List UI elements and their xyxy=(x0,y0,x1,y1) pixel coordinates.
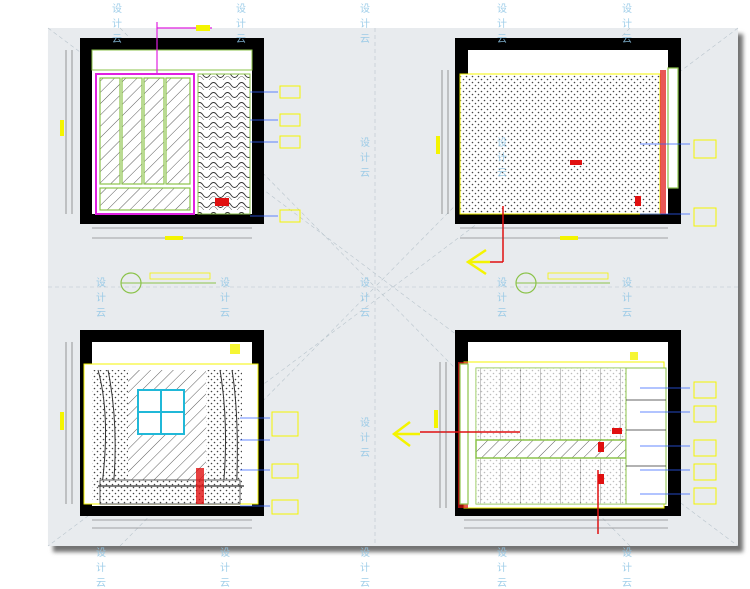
watermark-text: 设计云 xyxy=(360,548,371,589)
cad-drawing xyxy=(47,22,739,547)
watermark-text: 设计云 xyxy=(236,4,247,45)
watermark-text: 设计云 xyxy=(96,548,107,589)
watermark-text: 设计云 xyxy=(622,278,633,319)
watermark-text: 设计云 xyxy=(497,138,508,179)
watermark-text: 设计云 xyxy=(360,138,371,179)
watermark-text: 设计云 xyxy=(220,548,231,589)
watermark-text: 设计云 xyxy=(497,4,508,45)
elevation-index-symbol-left xyxy=(120,272,216,294)
watermark-text: 设计云 xyxy=(360,278,371,319)
watermark-text: 设计云 xyxy=(360,4,371,45)
watermark-text: 设计云 xyxy=(497,278,508,319)
elevation-panel-wall xyxy=(420,330,717,534)
elevation-window xyxy=(60,330,299,529)
elevation-pattern-wall xyxy=(436,38,717,263)
elevation-index-symbol-right xyxy=(515,272,610,294)
watermark-text: 设计云 xyxy=(360,418,371,459)
elevation-wardrobe xyxy=(60,22,301,240)
watermark-text: 设计云 xyxy=(112,4,123,45)
direction-arrow-top-right xyxy=(465,248,490,276)
watermark-text: 设计云 xyxy=(497,548,508,589)
watermark-text: 设计云 xyxy=(622,548,633,589)
cad-viewer: 设计云 设计云 设计云 设计云 设计云 设计云 设计云 设计云 设计云 设计云 … xyxy=(47,4,739,589)
watermark-text: 设计云 xyxy=(622,4,633,45)
watermark-text: 设计云 xyxy=(96,278,107,319)
direction-arrow-bottom-right xyxy=(391,421,420,447)
watermark-text: 设计云 xyxy=(220,278,231,319)
